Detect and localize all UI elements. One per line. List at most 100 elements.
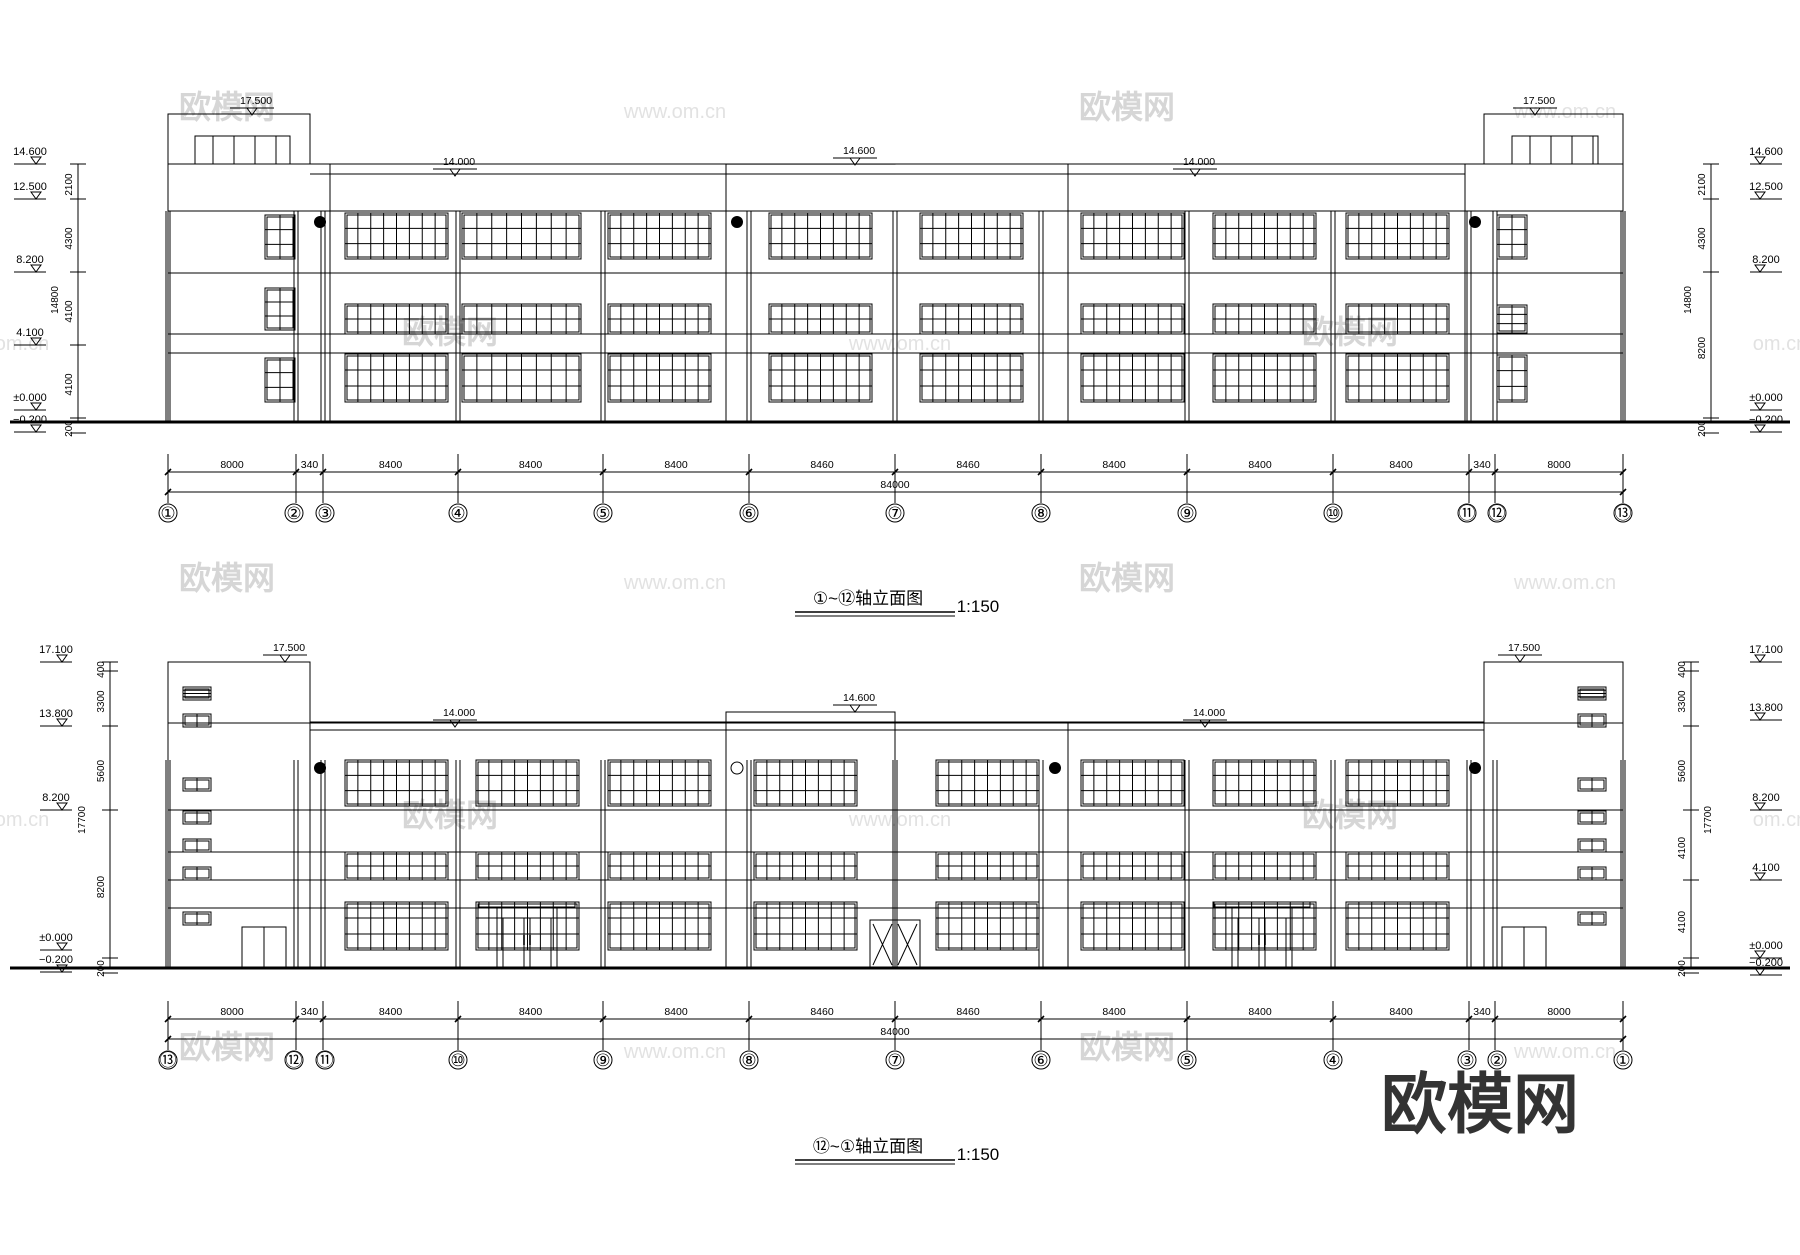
watermark-url-partial: om.cn <box>1753 333 1800 355</box>
elevation-axis-12-1: 4003300560082002001770017.10013.8008.200… <box>10 642 1790 1165</box>
level-triangle <box>56 802 68 811</box>
dimension-tick <box>319 1015 327 1023</box>
right-stair-tower <box>1483 661 1624 969</box>
dimension-tick <box>164 1035 172 1043</box>
level-triangle <box>1754 191 1766 200</box>
window-lower <box>1212 353 1317 403</box>
window-middle <box>1212 851 1317 881</box>
level-text: ±0.000 <box>1749 392 1783 404</box>
vertical-dimension-text: 3300 <box>1677 690 1688 713</box>
axis-label: ⑪ <box>317 1051 334 1070</box>
right-level-mark: 8.200 <box>1750 254 1782 273</box>
dimension-tick <box>1037 468 1045 476</box>
left-level-mark: 14.600 <box>13 146 47 165</box>
span-dimension-text: 8400 <box>1102 459 1126 471</box>
watermark-url-partial: om.cn <box>1753 809 1800 831</box>
span-dimension-text: 8400 <box>519 1006 543 1018</box>
axis-label: ⑥ <box>741 504 756 523</box>
axis-bubble <box>1457 1050 1477 1070</box>
right-level-mark: 8.200 <box>1750 792 1782 811</box>
window-upper <box>768 212 873 260</box>
level-text: 14.600 <box>1749 146 1783 158</box>
roof-level-text: 14.600 <box>843 145 875 157</box>
dimension-tick <box>454 1015 462 1023</box>
span-dimension-text: 340 <box>1473 1006 1491 1018</box>
span-dimension-text: 340 <box>301 1006 319 1018</box>
axis-bubble <box>593 503 613 523</box>
axis-label: ⑨ <box>595 1051 610 1070</box>
dimension-tick <box>891 1015 899 1023</box>
brand-watermark-text: 欧模网 <box>1381 1067 1579 1141</box>
span-dimension-text: 8000 <box>1547 459 1571 471</box>
roof-level-triangle <box>1199 719 1211 728</box>
watermark-brand: 欧模网 <box>1079 1029 1175 1065</box>
window-middle <box>607 851 712 881</box>
span-dimension-text: 8460 <box>956 459 980 471</box>
level-triangle <box>1754 872 1766 881</box>
axis-bubble <box>1487 503 1507 523</box>
window-middle <box>1080 851 1185 881</box>
axis-bubble <box>593 1050 613 1070</box>
level-text: −0.200 <box>1749 414 1783 426</box>
window-middle <box>1212 303 1317 335</box>
downpipe-head <box>1469 216 1481 228</box>
vertical-dimension-text: 4100 <box>64 373 75 396</box>
level-text: ±0.000 <box>13 392 47 404</box>
vertical-dimension-text: 4100 <box>1677 910 1688 933</box>
level-triangle <box>1754 950 1766 959</box>
vertical-dimension-text: 8200 <box>1697 336 1708 359</box>
left-level-mark: 8.200 <box>40 792 72 811</box>
axis-label: ⑧ <box>741 1051 756 1070</box>
watermark-url: www.om.cn <box>623 1041 726 1063</box>
vertical-dimension-text: 2100 <box>1697 173 1708 196</box>
level-triangle <box>56 942 68 951</box>
tower-window <box>264 214 296 260</box>
axis-bubble <box>158 503 178 523</box>
level-text: 13.800 <box>39 708 73 720</box>
window-middle <box>753 851 858 881</box>
tower-window <box>182 866 212 881</box>
total-span-text: 84000 <box>880 1026 909 1038</box>
axis-bubble <box>739 1050 759 1070</box>
tower-window <box>182 713 212 728</box>
level-text: ±0.000 <box>1749 940 1783 952</box>
level-text: 8.200 <box>1752 792 1780 804</box>
door-diagonal <box>872 923 893 966</box>
elevation-scale: 1:150 <box>957 597 1000 616</box>
level-triangle <box>56 964 68 973</box>
vertical-dimension-text: 4300 <box>1697 227 1708 250</box>
roof-level-mark: 17.500 <box>1498 642 1542 663</box>
span-dimension-text: 8400 <box>1389 459 1413 471</box>
level-text: 14.600 <box>13 146 47 158</box>
roof-level-text: 17.500 <box>240 95 272 107</box>
span-dimension-text: 8400 <box>1102 1006 1126 1018</box>
window-upper <box>753 759 858 807</box>
facade-outline <box>167 163 1624 423</box>
door-leaf <box>1237 917 1260 969</box>
roof-level-triangle <box>449 719 461 728</box>
span-dimension-text: 8400 <box>379 1006 403 1018</box>
level-triangle <box>1754 424 1766 433</box>
span-dimension-text: 8400 <box>664 1006 688 1018</box>
right-level-mark: ±0.000 <box>1749 940 1783 959</box>
tower-window <box>1577 777 1607 792</box>
window-upper <box>1345 212 1450 260</box>
axis-label: ④ <box>450 504 465 523</box>
left-level-mark: ±0.000 <box>13 392 47 411</box>
right-level-mark: 14.600 <box>1749 146 1783 165</box>
dimension-tick <box>292 1015 300 1023</box>
level-triangle <box>1754 402 1766 411</box>
span-dimension-text: 8400 <box>1248 1006 1272 1018</box>
window-upper <box>461 212 582 260</box>
window-upper <box>475 759 580 807</box>
dimension-tick <box>292 468 300 476</box>
watermark-brand: 欧模网 <box>402 797 498 833</box>
dimension-tick <box>599 1015 607 1023</box>
axis-bubble <box>158 1050 178 1070</box>
left-stair-tower <box>167 661 311 969</box>
dimension-tick <box>164 1015 172 1023</box>
brand-watermark-large: 欧模网 <box>1381 1067 1579 1141</box>
watermark-brand: 欧模网 <box>1079 560 1175 596</box>
